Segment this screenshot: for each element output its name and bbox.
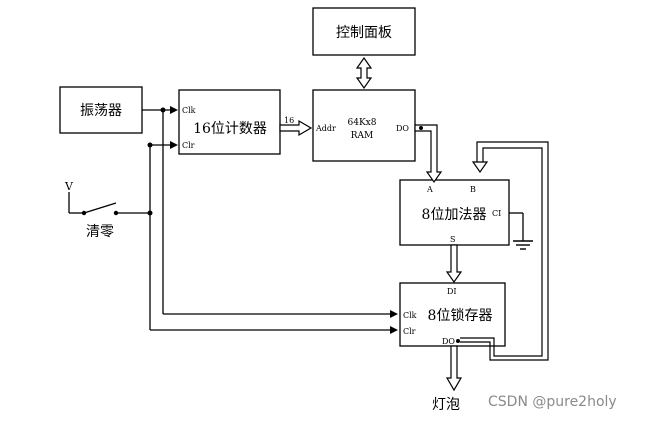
ram-do-dot xyxy=(419,126,423,130)
counter-label: 16位计数器 xyxy=(193,121,267,137)
bus-width-label: 16 xyxy=(284,116,294,125)
oscillator-block: 振荡器 xyxy=(59,86,143,134)
ram-label-size: 64Kx8 xyxy=(348,118,377,128)
control-panel-block: 控制面板 xyxy=(312,7,416,56)
wires xyxy=(68,109,524,331)
latch-pin-di: DI xyxy=(447,287,457,296)
feedback-bus xyxy=(460,141,549,361)
adder-pin-ci: CI xyxy=(492,209,501,218)
adder-label: 8位加法器 xyxy=(422,207,487,223)
latch-pin-clr: Clr xyxy=(403,327,416,336)
ram-pin-addr: Addr xyxy=(315,124,336,133)
ram-adder-bus xyxy=(414,124,443,184)
adder-pin-s: S xyxy=(450,235,455,244)
ground-icon xyxy=(513,240,533,250)
latch-clr-arrow xyxy=(390,326,398,334)
latch-lamp-bus xyxy=(445,345,463,392)
latch-label: 8位锁存器 xyxy=(428,308,493,324)
ram-label-type: RAM xyxy=(351,131,374,141)
panel-ram-bus xyxy=(355,56,373,90)
oscillator-label: 振荡器 xyxy=(80,103,122,119)
adder-b-arrow xyxy=(471,161,489,174)
buses xyxy=(279,56,463,392)
voltage-label: V xyxy=(64,180,74,193)
counter-ram-bus xyxy=(279,119,313,137)
latch-do-dot xyxy=(456,339,460,343)
watermark: CSDN @pure2holy xyxy=(488,394,617,410)
switch-blade xyxy=(83,202,117,214)
junctions xyxy=(81,107,166,216)
adder-pin-a: A xyxy=(426,185,433,194)
latch-pin-do: DO xyxy=(442,337,455,346)
control-panel-label: 控制面板 xyxy=(336,25,392,41)
counter-pin-clk: Clk xyxy=(182,106,196,115)
clear-switch-label: 清零 xyxy=(86,224,114,240)
latch-block: 8位锁存器 DI Clk Clr DO xyxy=(399,282,506,347)
latch-clk-arrow xyxy=(390,310,398,318)
adder-block: 8位加法器 A B CI S xyxy=(399,179,510,246)
counter-pin-clr: Clr xyxy=(182,141,195,150)
ram-pin-do: DO xyxy=(396,124,409,133)
adder-latch-bus xyxy=(445,244,463,284)
latch-pin-clk: Clk xyxy=(403,311,417,320)
adder-pin-b: B xyxy=(470,185,476,194)
lamp-label: 灯泡 xyxy=(432,397,460,413)
ram-block: 64Kx8 RAM Addr DO xyxy=(312,89,416,162)
counter-clk-arrow xyxy=(170,106,178,114)
wire-arrowheads xyxy=(170,106,398,334)
counter-clr-arrow xyxy=(170,141,178,149)
counter-block: 16位计数器 Clk Clr xyxy=(178,89,281,155)
